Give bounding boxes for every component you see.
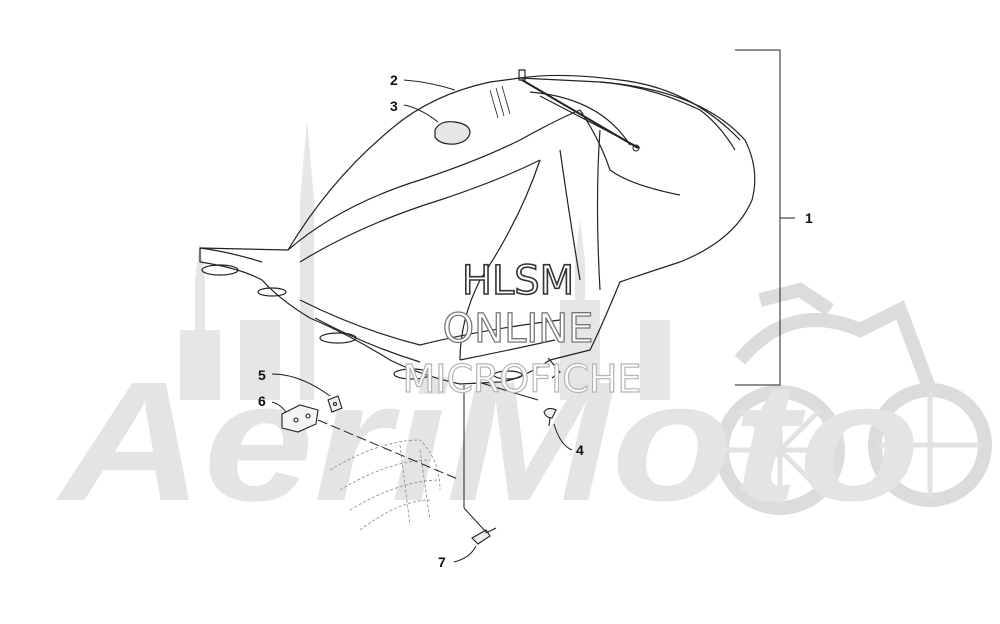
callout-4: 4	[576, 442, 584, 458]
part-6-bracket	[281, 404, 319, 433]
hlsm-watermark-line1: HLSM	[462, 258, 574, 304]
callout-1: 1	[805, 210, 813, 226]
part-4-clip	[543, 407, 557, 419]
callout-6: 6	[258, 393, 266, 409]
brand-watermark: AeriMoto	[55, 347, 920, 537]
part-5-latch	[327, 395, 343, 413]
hlsm-watermark-line2: ONLINE	[443, 306, 594, 352]
mounting-hardware	[281, 395, 557, 545]
motorcycle-spokes-watermark	[725, 392, 983, 505]
callout-7: 7	[438, 554, 446, 570]
seat-assembly	[199, 69, 756, 385]
skyline-watermark	[180, 120, 670, 400]
part-7-rivet	[471, 529, 491, 545]
callout-2: 2	[390, 72, 398, 88]
motorcycle-watermark	[715, 282, 992, 515]
frame-sketch	[329, 439, 441, 531]
hlsm-watermark-line3: MICROFICHE	[402, 357, 641, 401]
leader-lines	[271, 49, 795, 563]
callout-3: 3	[390, 98, 398, 114]
hlsm-watermark: HLSM ONLINE MICROFICHE	[402, 257, 642, 401]
callout-5: 5	[258, 367, 266, 383]
